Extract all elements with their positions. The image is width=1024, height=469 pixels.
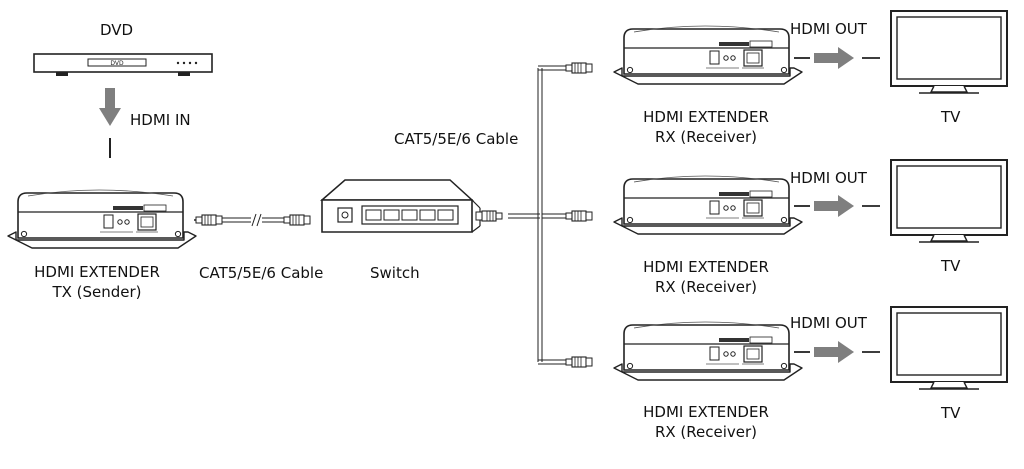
switch-label: Switch (370, 264, 420, 282)
tv-3 (890, 306, 1008, 390)
hdmi-out-label-1: HDMI OUT (790, 20, 867, 38)
tx-extender (7, 189, 197, 249)
cable-tx-to-switch (194, 213, 311, 227)
dvd-panel-text: DVD (110, 60, 124, 67)
rx-label-2: HDMI EXTENDER RX (Receiver) (616, 257, 796, 297)
rx-extender-3 (613, 321, 803, 381)
rx-label-2-line2: RX (Receiver) (654, 278, 758, 296)
tv-2 (890, 159, 1008, 243)
rx-label-3-line2: RX (Receiver) (654, 423, 758, 441)
rx-label-2-line1: HDMI EXTENDER (643, 258, 769, 276)
tv-1 (890, 10, 1008, 94)
hdmi-out-arrow-2 (794, 195, 880, 217)
rx-label-1-line1: HDMI EXTENDER (643, 108, 769, 126)
hdmi-out-arrow-3 (794, 341, 880, 363)
cable-label-rx: CAT5/5E/6 Cable (394, 130, 519, 148)
rx-label-3: HDMI EXTENDER RX (Receiver) (616, 402, 796, 442)
hdmi-out-label-3: HDMI OUT (790, 314, 867, 332)
hdmi-out-arrow-1 (794, 47, 880, 69)
hdmi-out-label-2: HDMI OUT (790, 169, 867, 187)
tv-label-2: TV (941, 257, 961, 275)
tv-label-3: TV (941, 404, 961, 422)
rx-label-1: HDMI EXTENDER RX (Receiver) (616, 107, 796, 147)
hdmi-in-arrow (99, 88, 121, 158)
rx-extender-1 (613, 25, 803, 85)
tx-label: HDMI EXTENDER TX (Sender) (12, 262, 182, 302)
tx-label-line1: HDMI EXTENDER (34, 263, 160, 281)
network-switch (319, 179, 481, 233)
rx-extender-2 (613, 175, 803, 235)
hdmi-in-label: HDMI IN (130, 111, 191, 129)
cable-switch-to-rx (475, 62, 593, 368)
dvd-label: DVD (100, 21, 134, 39)
tx-label-line2: TX (Sender) (52, 283, 142, 301)
cable-label-tx: CAT5/5E/6 Cable (199, 264, 324, 282)
dvd-player: DVD (33, 53, 213, 76)
rx-label-3-line1: HDMI EXTENDER (643, 403, 769, 421)
rx-label-1-line2: RX (Receiver) (654, 128, 758, 146)
tv-label-1: TV (941, 108, 961, 126)
